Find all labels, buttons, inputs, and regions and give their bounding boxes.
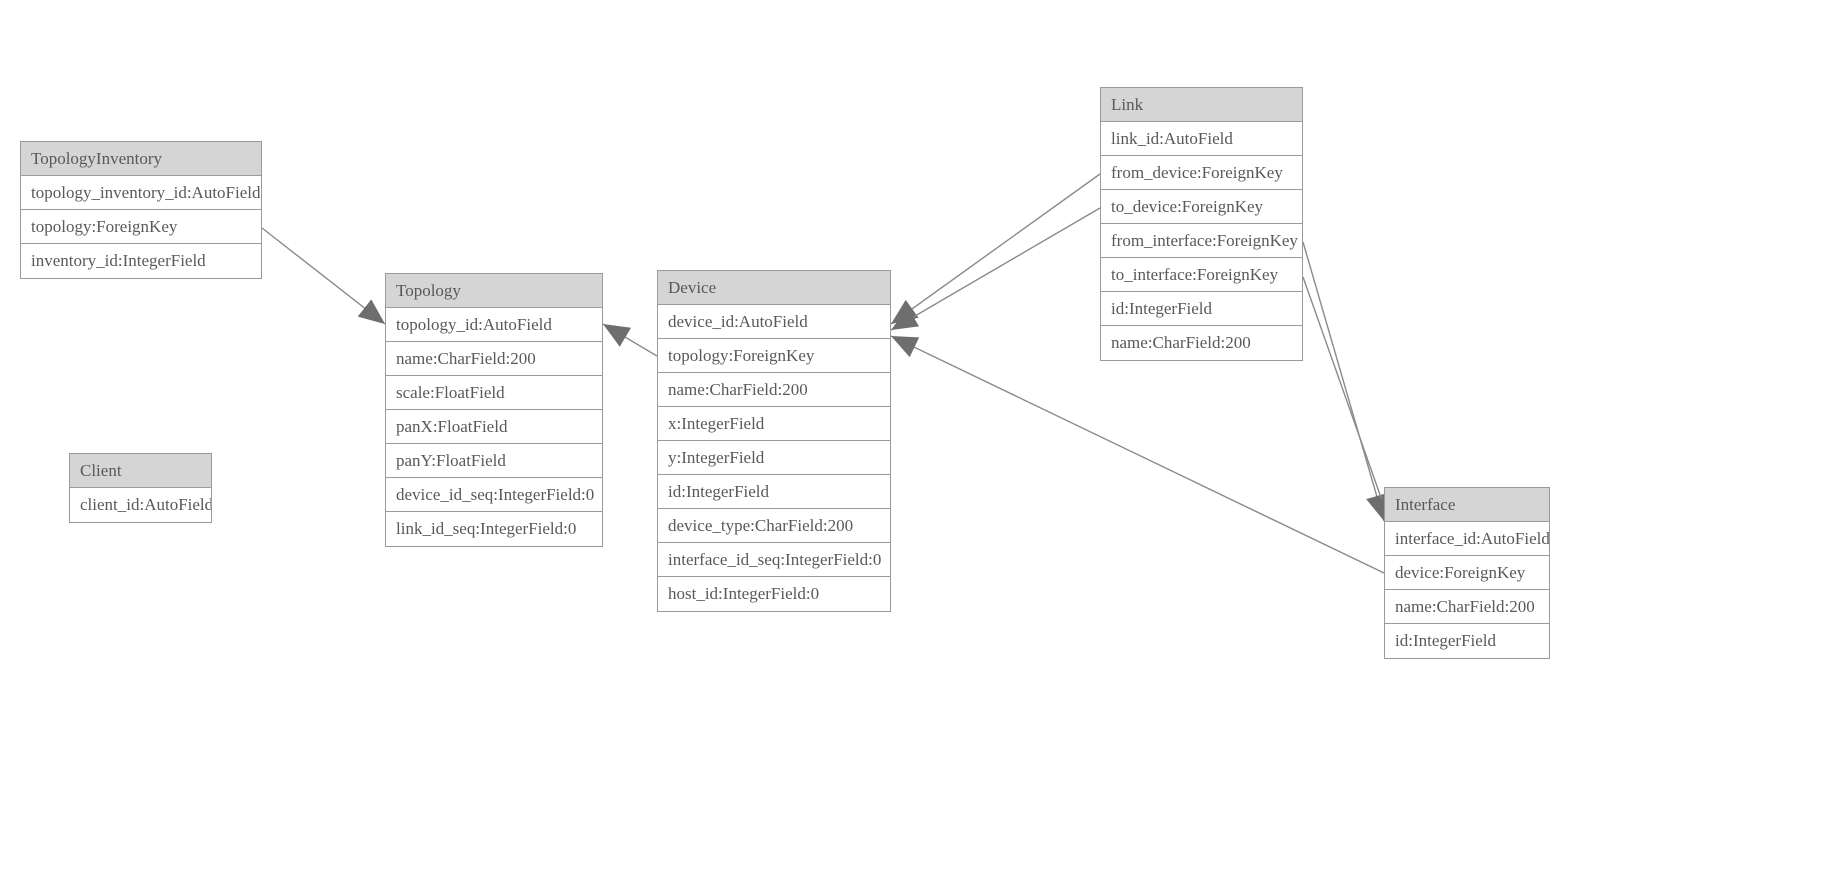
class-name-topology: Topology xyxy=(386,274,602,308)
relation-link-from_interface-to-interface xyxy=(1302,241,1388,522)
relation-device-to-topology xyxy=(602,323,658,357)
class-field-row[interactable]: topology:ForeignKey xyxy=(658,339,890,373)
class-name-device: Device xyxy=(658,271,890,305)
class-field-row[interactable]: to_interface:ForeignKey xyxy=(1101,258,1302,292)
class-field-row[interactable]: host_id:IntegerField:0 xyxy=(658,577,890,611)
class-field-row[interactable]: topology_inventory_id:AutoField xyxy=(21,176,261,210)
class-field-row[interactable]: panX:FloatField xyxy=(386,410,602,444)
class-field-row[interactable]: scale:FloatField xyxy=(386,376,602,410)
class-field-row[interactable]: name:CharField:200 xyxy=(1385,590,1549,624)
class-field-row[interactable]: from_device:ForeignKey xyxy=(1101,156,1302,190)
class-name-interface: Interface xyxy=(1385,488,1549,522)
class-field-row[interactable]: interface_id:AutoField xyxy=(1385,522,1549,556)
class-field-row[interactable]: name:CharField:200 xyxy=(658,373,890,407)
class-field-row[interactable]: x:IntegerField xyxy=(658,407,890,441)
class-field-row[interactable]: device_id:AutoField xyxy=(658,305,890,339)
class-field-row[interactable]: id:IntegerField xyxy=(1101,292,1302,326)
class-field-row[interactable]: device_type:CharField:200 xyxy=(658,509,890,543)
relation-topology_inventory-to-topology xyxy=(261,227,386,325)
relation-link-to_device-to-device xyxy=(890,207,1101,331)
class-field-row[interactable]: interface_id_seq:IntegerField:0 xyxy=(658,543,890,577)
class-name-client: Client xyxy=(70,454,211,488)
class-field-row[interactable]: to_device:ForeignKey xyxy=(1101,190,1302,224)
relation-interface-device-to-device xyxy=(890,335,1385,574)
class-field-row[interactable]: device:ForeignKey xyxy=(1385,556,1549,590)
class-field-row[interactable]: id:IntegerField xyxy=(658,475,890,509)
relation-link-from_device-to-device xyxy=(890,173,1101,325)
class-name-link: Link xyxy=(1101,88,1302,122)
class-field-row[interactable]: from_interface:ForeignKey xyxy=(1101,224,1302,258)
class-field-row[interactable]: link_id_seq:IntegerField:0 xyxy=(386,512,602,546)
class-field-row[interactable]: name:CharField:200 xyxy=(1101,326,1302,360)
class-field-row[interactable]: device_id_seq:IntegerField:0 xyxy=(386,478,602,512)
class-field-row[interactable]: y:IntegerField xyxy=(658,441,890,475)
class-name-topology_inventory: TopologyInventory xyxy=(21,142,261,176)
class-field-row[interactable]: link_id:AutoField xyxy=(1101,122,1302,156)
class-field-row[interactable]: name:CharField:200 xyxy=(386,342,602,376)
class-field-row[interactable]: topology_id:AutoField xyxy=(386,308,602,342)
class-field-row[interactable]: topology:ForeignKey xyxy=(21,210,261,244)
class-field-row[interactable]: inventory_id:IntegerField xyxy=(21,244,261,278)
class-field-row[interactable]: id:IntegerField xyxy=(1385,624,1549,658)
relation-link-to_interface-to-interface xyxy=(1302,276,1392,524)
class-field-row[interactable]: client_id:AutoField xyxy=(70,488,211,522)
class-field-row[interactable]: panY:FloatField xyxy=(386,444,602,478)
